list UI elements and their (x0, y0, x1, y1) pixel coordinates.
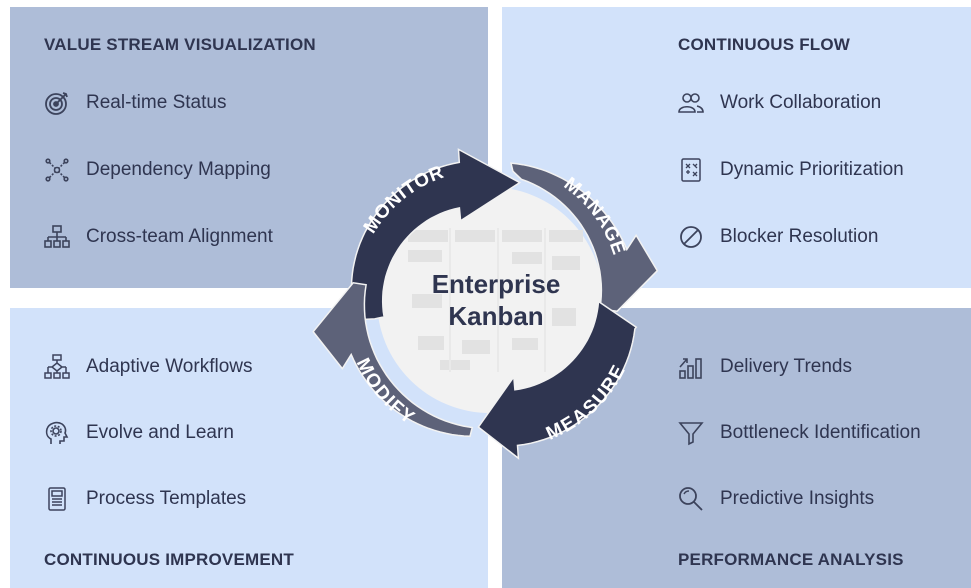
continuous-flow-title: CONTINUOUS FLOW (678, 35, 851, 54)
item-delivery-trends: Delivery Trends (678, 354, 852, 380)
value-stream-title: VALUE STREAM VISUALIZATION (44, 35, 316, 54)
item-process-templates: Process Templates (44, 486, 246, 512)
item-label: Delivery Trends (720, 356, 852, 377)
item-label: Adaptive Workflows (86, 356, 253, 377)
people-icon (678, 90, 704, 116)
manage-arrow (510, 162, 659, 313)
blocked-icon (678, 224, 704, 250)
workflow-icon (44, 354, 70, 380)
org-chart-icon (44, 224, 70, 250)
item-real-time-status: Real-time Status (44, 90, 226, 116)
monitor-arrow (345, 148, 522, 321)
item-label: Dependency Mapping (86, 159, 271, 180)
item-adaptive-workflows: Adaptive Workflows (44, 354, 253, 380)
item-label: Dynamic Prioritization (720, 159, 904, 180)
formula-icon (678, 157, 704, 183)
head-gear-icon (44, 420, 70, 446)
item-label: Process Templates (86, 488, 247, 509)
item-evolve-and-learn: Evolve and Learn (44, 420, 234, 446)
item-label: Work Collaboration (720, 92, 882, 113)
center-disc (377, 187, 603, 413)
item-predictive-insights: Predictive Insights (678, 486, 874, 512)
item-dynamic-prioritization: Dynamic Prioritization (678, 157, 904, 183)
item-label: Bottleneck Identification (720, 422, 921, 443)
item-blocker-resolution: Blocker Resolution (678, 224, 878, 250)
center-title-line2: Kanban (448, 301, 543, 331)
measure-arrow (477, 300, 638, 460)
item-bottleneck-identification: Bottleneck Identification (678, 420, 921, 446)
network-icon (44, 157, 70, 183)
document-icon (44, 486, 70, 512)
continuous-improvement-title: CONTINUOUS IMPROVEMENT (44, 550, 294, 569)
magnifier-icon (678, 486, 704, 512)
item-label: Blocker Resolution (720, 226, 879, 247)
item-label: Real-time Status (86, 92, 227, 113)
trend-chart-icon (678, 354, 704, 380)
funnel-icon (678, 420, 704, 446)
item-label: Evolve and Learn (86, 422, 234, 443)
modify-arrow (312, 281, 474, 438)
performance-analysis-title: PERFORMANCE ANALYSIS (678, 550, 904, 569)
kanban-board-backdrop (408, 228, 583, 372)
item-cross-team-alignment: Cross-team Alignment (44, 224, 273, 250)
item-label: Cross-team Alignment (86, 226, 273, 247)
item-label: Predictive Insights (720, 488, 875, 509)
item-work-collaboration: Work Collaboration (678, 90, 881, 116)
item-dependency-mapping: Dependency Mapping (44, 157, 271, 183)
target-icon (44, 90, 70, 116)
center-title-line1: Enterprise (432, 269, 561, 299)
